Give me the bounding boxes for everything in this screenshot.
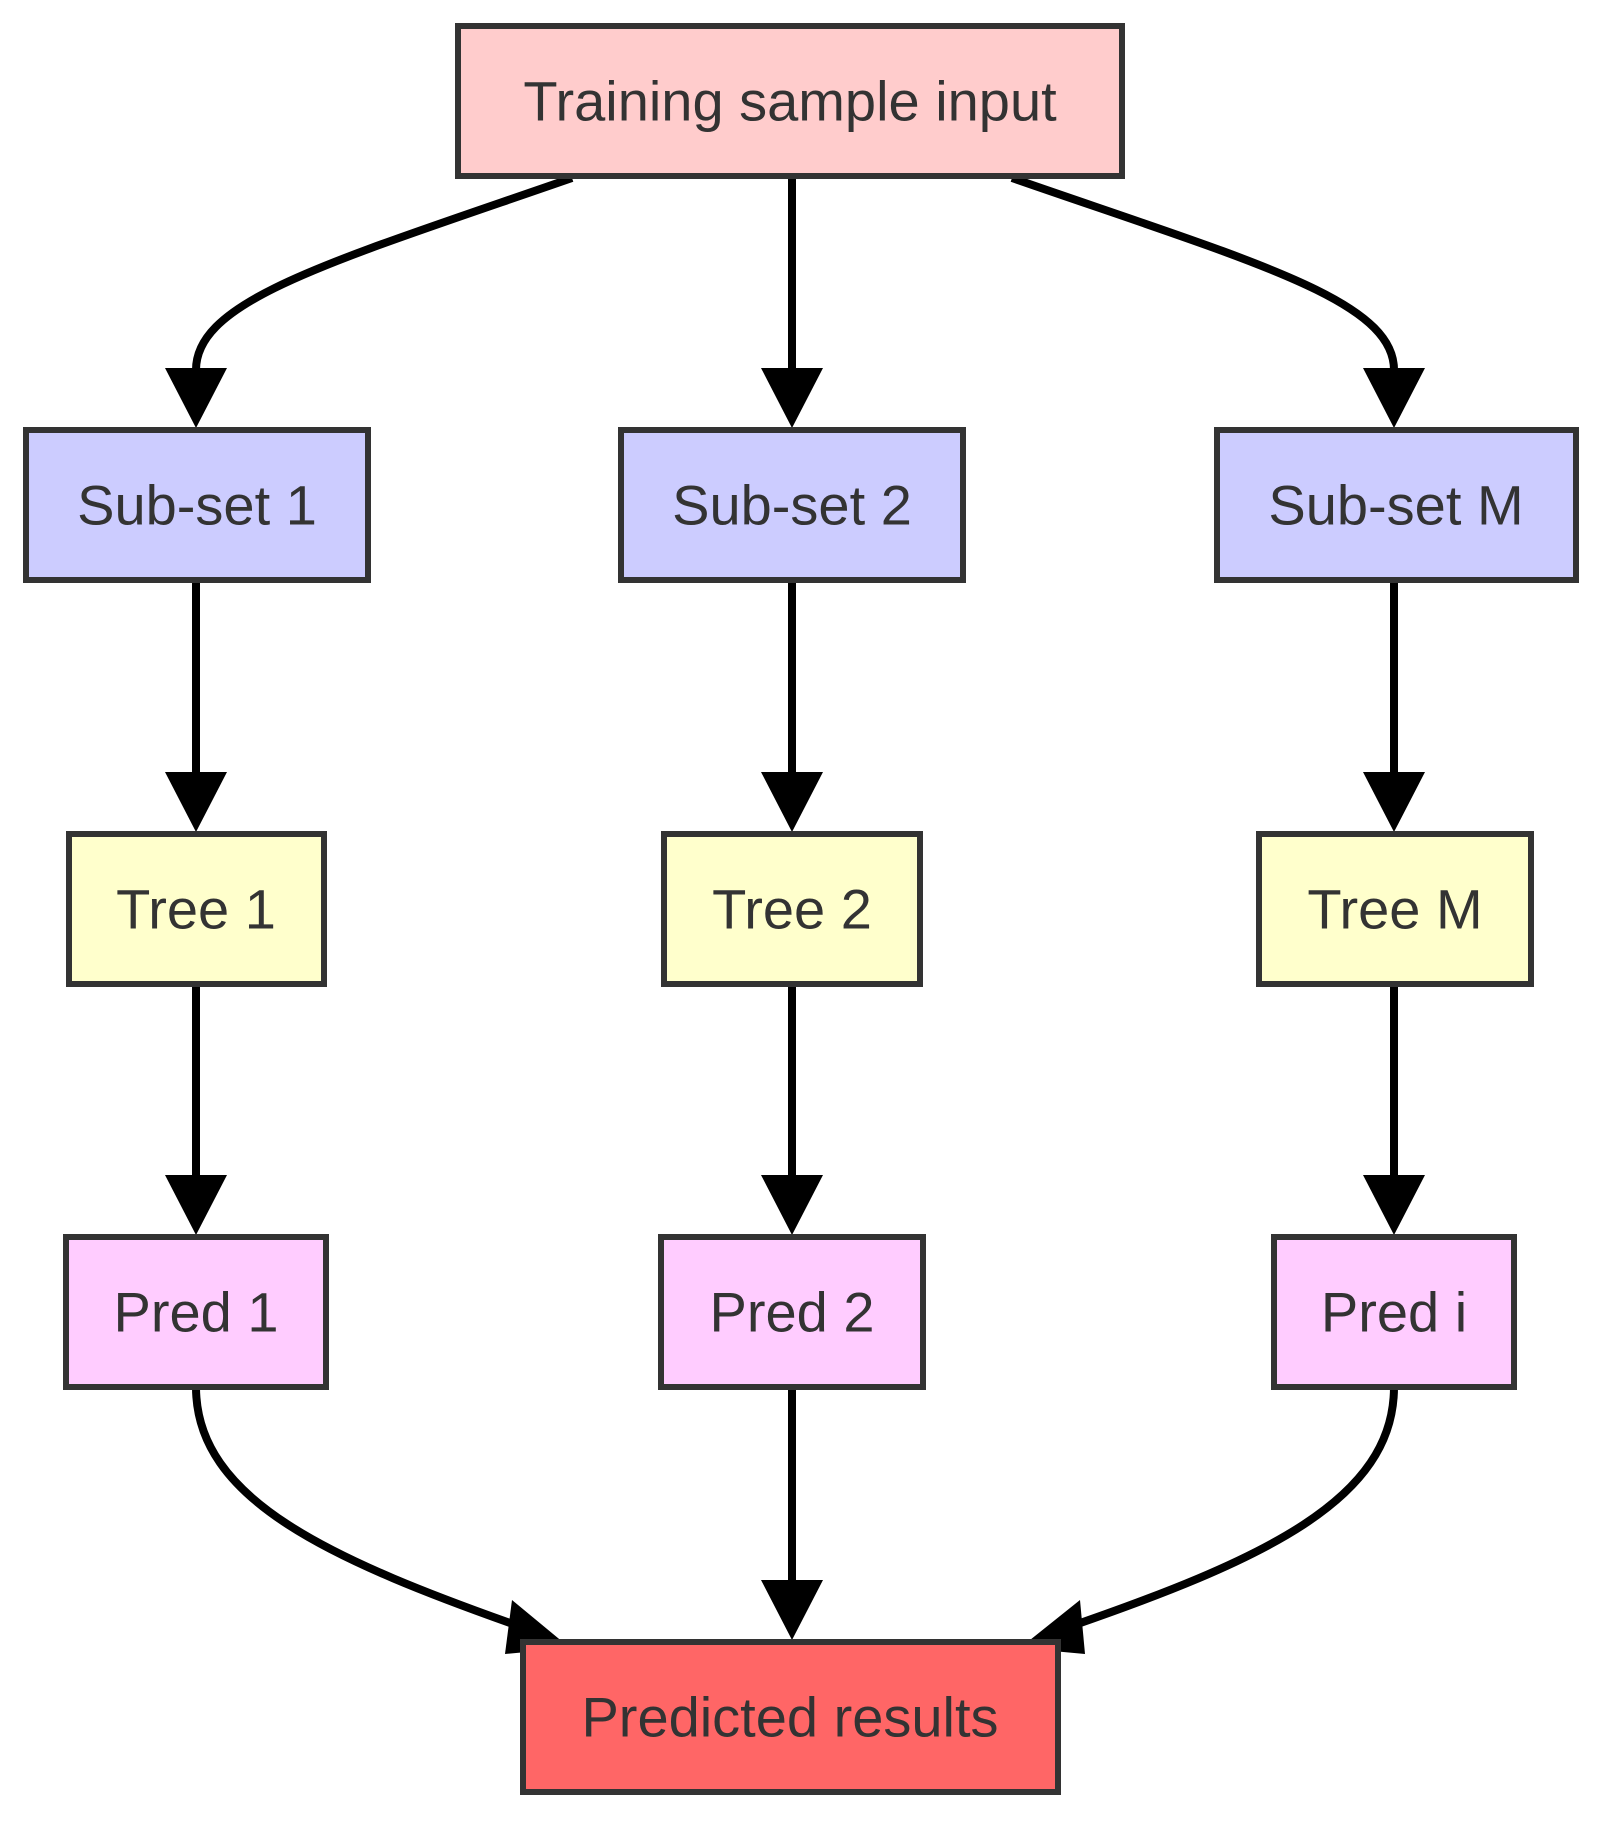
node-subset-1: Sub-set 1: [23, 427, 371, 583]
node-box: [23, 427, 371, 583]
arrowhead-subset-1: [165, 368, 227, 428]
edge-pred-1-to-results: [192, 1386, 532, 1634]
arrowhead-tree-2: [761, 772, 823, 832]
node-label: Predicted results: [581, 1686, 998, 1749]
arrowhead-subset-2: [761, 368, 823, 428]
node-pred-i: Pred i: [1271, 1234, 1517, 1390]
node-subset-2: Sub-set 2: [618, 427, 966, 583]
node-label: Training sample input: [523, 70, 1057, 133]
node-box: [455, 23, 1125, 179]
node-tree-m: Tree M: [1256, 831, 1534, 987]
node-label: Pred 2: [710, 1281, 875, 1344]
arrowhead-pred-2: [761, 1175, 823, 1235]
arrowhead-results-center: [761, 1580, 823, 1640]
node-box: [1256, 831, 1534, 987]
node-box: [1214, 427, 1579, 583]
node-predicted-results: Predicted results: [520, 1639, 1061, 1795]
node-training-sample-input: Training sample input: [455, 23, 1125, 179]
edge-pred-i-to-results: [1058, 1386, 1398, 1634]
node-pred-1: Pred 1: [63, 1234, 329, 1390]
edge-training-to-subset-m: [1010, 174, 1398, 371]
node-pred-2: Pred 2: [658, 1234, 926, 1390]
edge-training-to-subset-1: [192, 174, 574, 371]
node-label: Tree M: [1307, 878, 1482, 941]
node-tree-2: Tree 2: [661, 831, 923, 987]
node-box: [520, 1639, 1061, 1795]
node-tree-1: Tree 1: [66, 831, 327, 987]
node-label: Tree 1: [116, 878, 276, 941]
arrowhead-tree-m: [1363, 772, 1425, 832]
edges: [165, 174, 1425, 1654]
node-label: Sub-set M: [1268, 474, 1523, 537]
node-box: [66, 831, 327, 987]
arrowhead-pred-1: [165, 1175, 227, 1235]
node-box: [63, 1234, 329, 1390]
arrowhead-subset-m: [1363, 368, 1425, 428]
node-label: Tree 2: [712, 878, 872, 941]
node-label: Sub-set 2: [672, 474, 912, 537]
node-label: Pred 1: [114, 1281, 279, 1344]
arrowhead-pred-i: [1363, 1175, 1425, 1235]
node-subset-m: Sub-set M: [1214, 427, 1579, 583]
node-label: Pred i: [1321, 1281, 1467, 1344]
node-box: [661, 831, 923, 987]
node-label: Sub-set 1: [77, 474, 317, 537]
node-box: [618, 427, 966, 583]
arrowhead-tree-1: [165, 772, 227, 832]
node-box: [658, 1234, 926, 1390]
nodes: Training sample input Sub-set 1 Sub-set …: [23, 23, 1579, 1795]
node-box: [1271, 1234, 1517, 1390]
